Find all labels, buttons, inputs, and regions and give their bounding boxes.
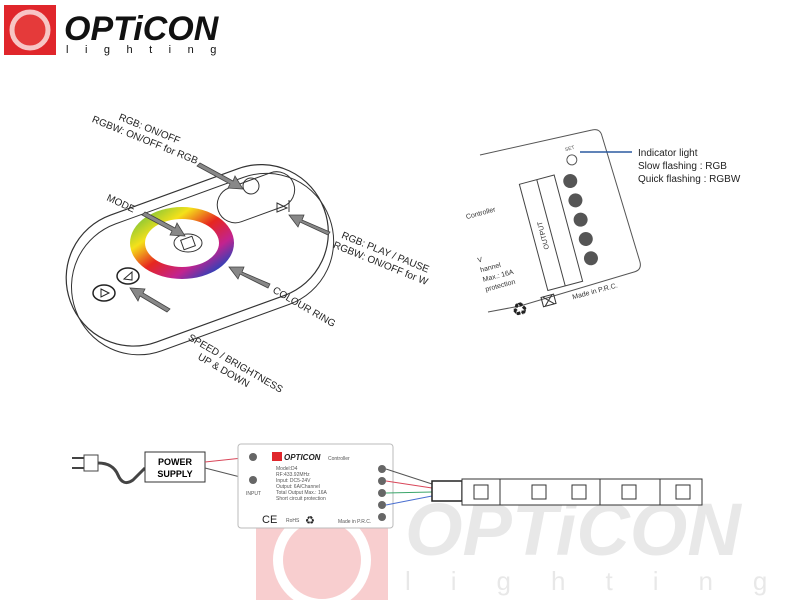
- play-pause-icon[interactable]: [276, 200, 290, 213]
- svg-text:POWER: POWER: [158, 457, 193, 467]
- svg-text:lighting: lighting: [405, 566, 800, 596]
- callout-arrows: [129, 162, 331, 313]
- mode-button[interactable]: [180, 235, 196, 251]
- svg-text:Quick flashing : RGBW: Quick flashing : RGBW: [638, 174, 741, 185]
- svg-text:Output: 6A/Channel: Output: 6A/Channel: [276, 484, 320, 490]
- svg-text:RF:433.92MHz: RF:433.92MHz: [276, 472, 310, 478]
- up-button[interactable]: [116, 267, 140, 285]
- svg-text:Input: DC5-24V: Input: DC5-24V: [276, 478, 311, 484]
- svg-text:INPUT: INPUT: [246, 491, 261, 497]
- svg-text:Made in P.R.C.: Made in P.R.C.: [338, 519, 371, 525]
- svg-text:Total Output Max.: 16A: Total Output Max.: 16A: [276, 490, 328, 496]
- opticon-logo: OPTiCON lighting: [4, 5, 233, 56]
- indicator-light-label: Indicator light: [638, 148, 698, 159]
- svg-text:♻: ♻: [509, 298, 530, 321]
- controller-box: [237, 443, 394, 529]
- svg-text:♻: ♻: [305, 515, 315, 527]
- remote-control: RGB: ON/OFF RGBW: ON/OFF for RGB MODE RG…: [65, 112, 431, 396]
- svg-text:Controller: Controller: [328, 456, 350, 462]
- controller-detail: Controller V hannel Max.: 16A protection…: [465, 129, 741, 321]
- down-button[interactable]: [92, 284, 116, 302]
- svg-text:V: V: [477, 256, 484, 264]
- svg-text:OPTICON: OPTICON: [284, 453, 321, 462]
- power-supply: [144, 451, 206, 483]
- svg-text:Slow flashing : RGB: Slow flashing : RGB: [638, 161, 727, 172]
- svg-text:SET: SET: [564, 145, 575, 153]
- logo-brand: OPTiCON: [64, 10, 220, 48]
- logo-sub: lighting: [66, 44, 233, 56]
- power-icon[interactable]: [242, 177, 260, 195]
- svg-text:CE: CE: [262, 514, 277, 526]
- wiring-diagram: POWER SUPPLY INPUT OPTICON Controller Mo…: [72, 443, 703, 529]
- svg-text:RoHS: RoHS: [286, 518, 300, 524]
- svg-text:Short circuit protection: Short circuit protection: [276, 496, 326, 502]
- svg-text:Model:D4: Model:D4: [276, 466, 298, 472]
- svg-text:⌧: ⌧: [539, 291, 559, 311]
- svg-text:SUPPLY: SUPPLY: [157, 469, 192, 479]
